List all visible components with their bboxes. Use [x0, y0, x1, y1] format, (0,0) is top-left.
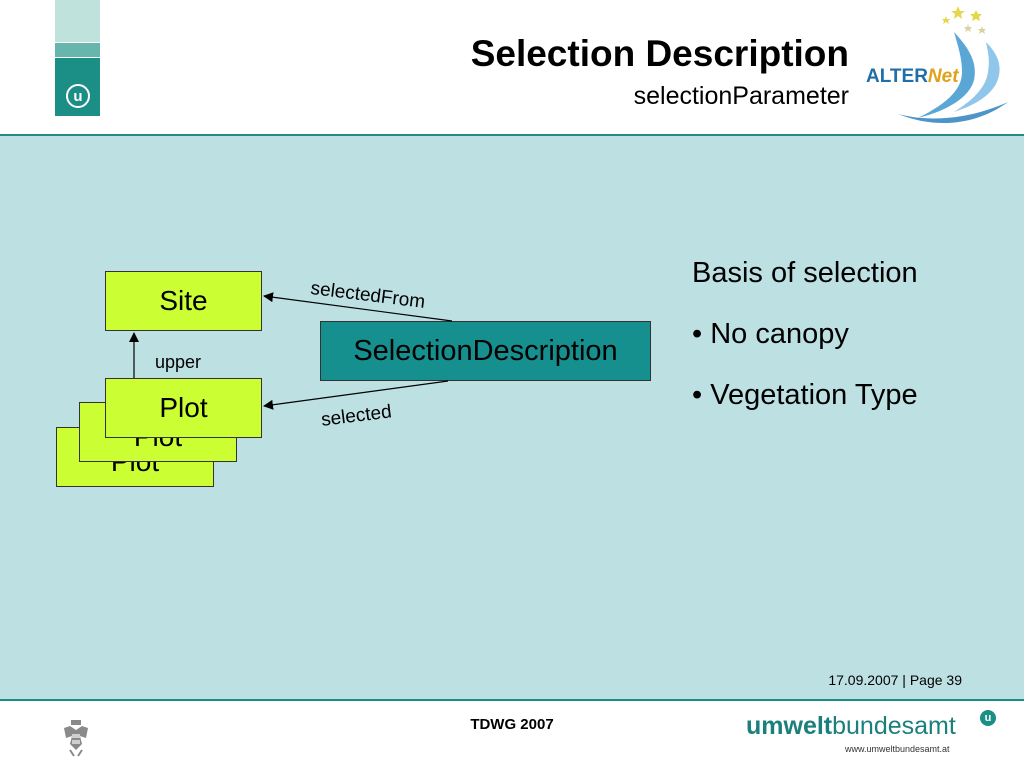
- date-page-indicator: 17.09.2007 | Page 39: [828, 672, 962, 688]
- brand-bold: umwelt: [746, 712, 833, 740]
- slide-header: [0, 0, 1024, 135]
- umweltbundesamt-brand: umweltbundesamt: [746, 712, 956, 741]
- page-title: Selection Description: [470, 33, 849, 74]
- header-divider: [0, 134, 1024, 136]
- selection-basis-panel: Basis of selection • No canopy • Vegetat…: [692, 243, 918, 426]
- slide-footer: [0, 701, 1024, 768]
- selection-basis-bullet: • No canopy: [692, 318, 849, 350]
- svg-text:u: u: [73, 88, 82, 105]
- footer-divider: [0, 699, 1024, 701]
- page-subtitle: selectionParameter: [633, 82, 849, 110]
- u-logo-icon: u: [66, 84, 90, 108]
- selection-basis-bullet: • Vegetation Type: [692, 379, 918, 411]
- upper-relation-label: upper: [155, 352, 202, 372]
- brand-url: www.umweltbundesamt.at: [845, 744, 950, 754]
- svg-text:ALTERNet: ALTERNet: [866, 66, 959, 87]
- selection-description-box-label: SelectionDescription: [353, 334, 618, 367]
- umweltbundesamt-logo-stripes: u: [55, 0, 100, 116]
- site-box: Site: [105, 271, 262, 331]
- selection-description-box: SelectionDescription: [320, 321, 651, 381]
- selection-basis-heading: Basis of selection: [692, 257, 918, 289]
- site-box-label: Site: [159, 285, 208, 316]
- footer-event-name: TDWG 2007: [470, 716, 554, 733]
- plot-box-front-label: Plot: [159, 392, 208, 423]
- brand-regular: bundesamt: [832, 712, 956, 740]
- umweltbundesamt-u-icon: u: [980, 710, 996, 726]
- austrian-eagle-crest-icon: [64, 720, 88, 757]
- alternet-logo-icon: ALTERNet: [866, 6, 1008, 124]
- plot-box-front: Plot: [105, 378, 262, 438]
